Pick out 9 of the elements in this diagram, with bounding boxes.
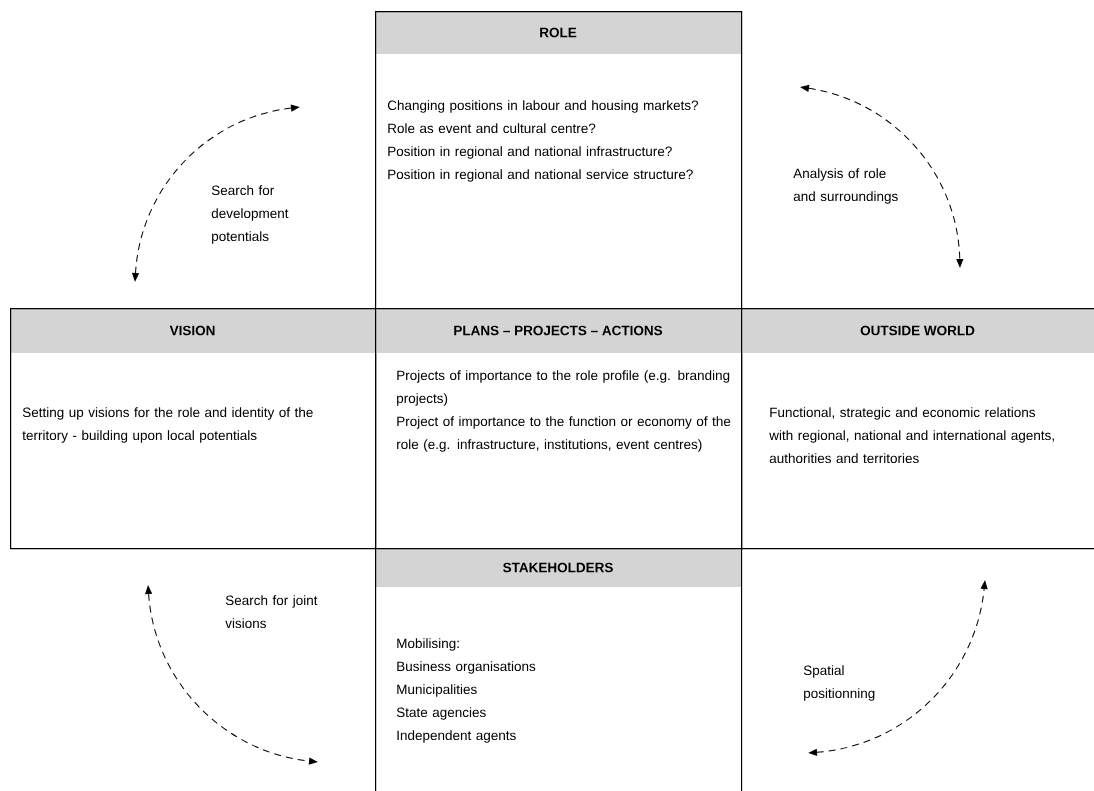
table-cell: PLANS – PROJECTS – ACTIONS Projects of importance to the role profile (e.g. branding projects) Project of importance to the function or economy of the role (e.g. infrastructure, institutions, event centres): [375, 308, 743, 550]
arrow-label: Spatial positionning: [803, 665, 875, 701]
arrow-label: Search for joint visions: [225, 595, 318, 629]
table-cell: ROLE Changing positions in labour and housing markets? Role as event and cultural centre? Position in regional and national infrastructure? Position in regional and national service structure?: [375, 11, 743, 310]
table-cell: VISION Setting up visions for the role and identity of the territory - building upon local potentials: [10, 308, 377, 550]
arrow-label: Search for development potentials: [211, 185, 289, 244]
arrow-label: Analysis of role and surroundings: [793, 168, 898, 204]
table-cell: STAKEHOLDERS Mobilising: Business organisations Municipalities State agencies Independent agents: [375, 548, 743, 791]
table-cell: OUTSIDE WORLD Functional, strategic and economic relations with regional, national and international agents, authorities and territories: [741, 308, 1094, 550]
